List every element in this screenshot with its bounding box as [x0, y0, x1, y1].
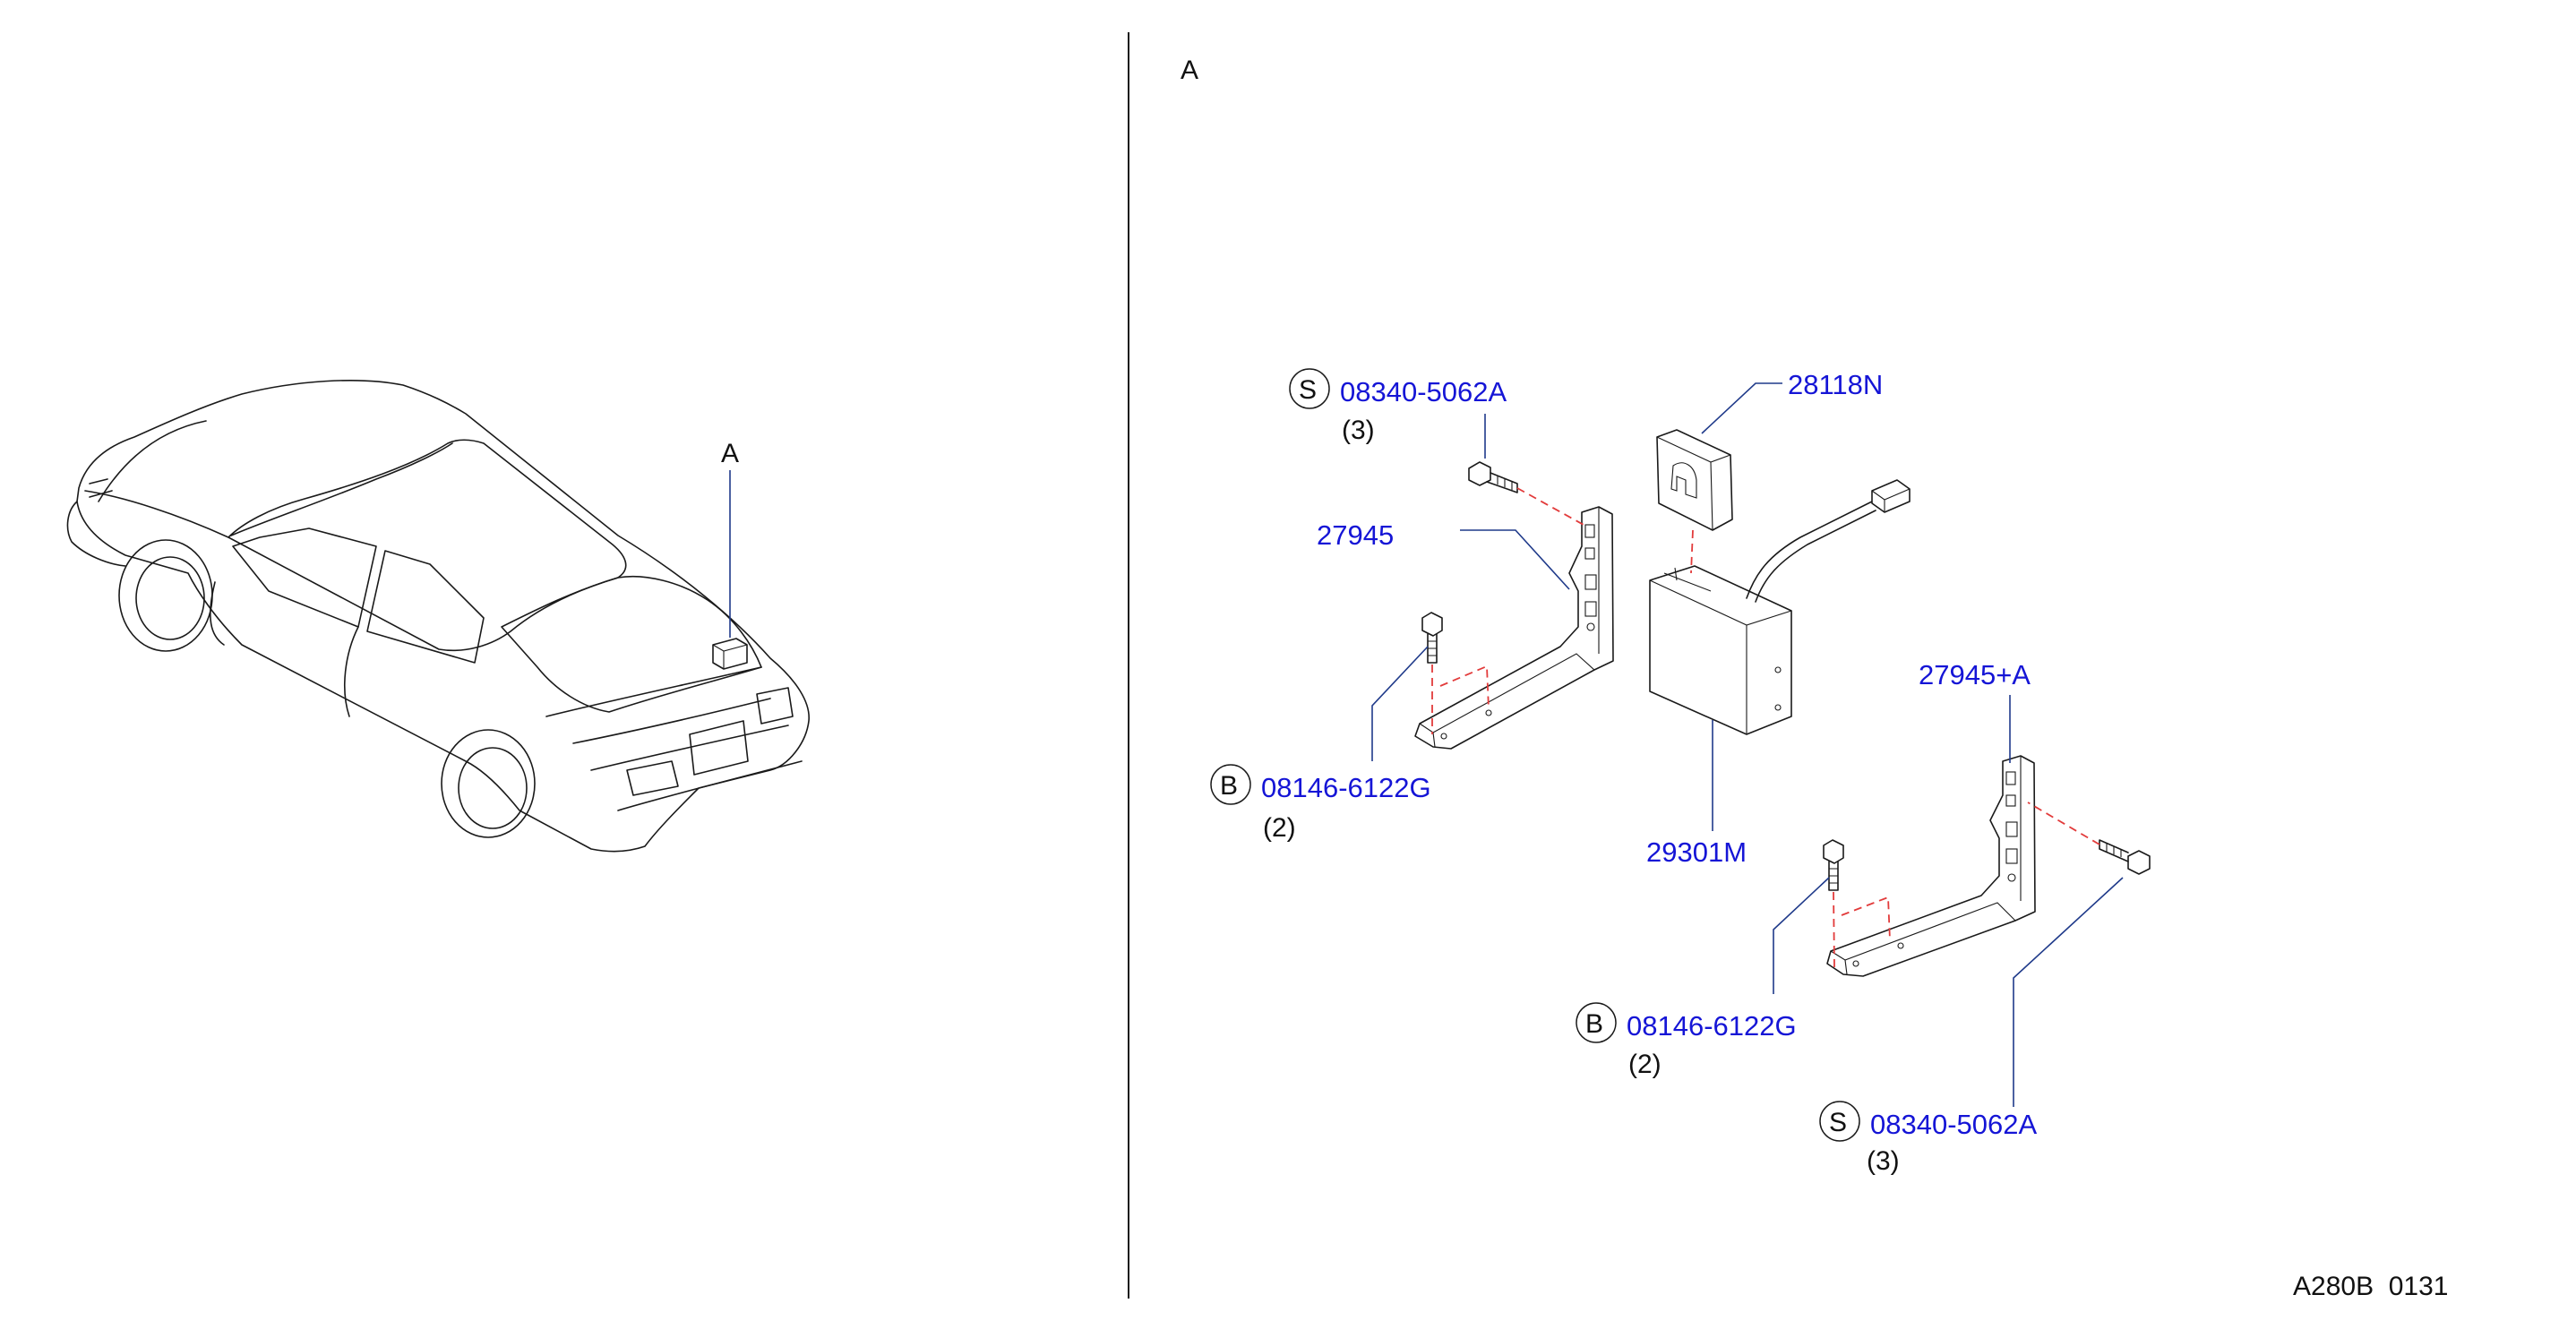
part-number-08146-right: 08146-6122G	[1627, 1010, 1797, 1042]
badge-s-bottom	[1819, 1101, 1860, 1142]
vehicle-illustration: A	[66, 379, 810, 853]
part-number-29301m: 29301M	[1646, 836, 1747, 868]
badge-b-left	[1210, 764, 1251, 805]
part-number-27945a: 27945+A	[1919, 659, 2031, 690]
assembly-paths	[1431, 487, 2100, 968]
part-number-08146-left: 08146-6122G	[1261, 772, 1431, 803]
bolt-b-right	[1823, 839, 1844, 891]
module-cover	[1656, 429, 1733, 531]
part-number-28118n: 28118N	[1788, 369, 1883, 400]
badge-s-bottom-text: S	[1829, 1108, 1847, 1137]
qty-b-right: (2)	[1628, 1050, 1662, 1079]
car-callout-label: A	[721, 439, 739, 468]
part-number-08340-top: 08340-5062A	[1340, 376, 1507, 407]
bracket-left	[1414, 506, 1614, 750]
diagram-code: A280B 0131	[2293, 1272, 2448, 1301]
control-module	[1649, 479, 1911, 735]
badge-s-top-text: S	[1299, 375, 1317, 405]
part-number-27945: 27945	[1317, 519, 1394, 551]
view-label: A	[1181, 56, 1198, 85]
qty-s-top: (3)	[1342, 416, 1375, 445]
badge-b-right	[1576, 1002, 1617, 1043]
qty-b-left: (2)	[1263, 813, 1296, 843]
callout-bolt-s-top: S 08340-5062A (3)	[1289, 368, 1507, 445]
bolt-s-bottom	[2099, 839, 2151, 875]
leader-lines	[1371, 382, 2124, 1107]
badge-b-right-text: B	[1585, 1009, 1603, 1039]
callout-bolt-b-left: B 08146-6122G (2)	[1210, 764, 1431, 843]
bolt-b-left	[1421, 612, 1443, 664]
callout-bolt-s-bottom: S 08340-5062A (3)	[1819, 1101, 2037, 1176]
qty-s-bottom: (3)	[1867, 1146, 1900, 1176]
bolt-s-top	[1468, 461, 1518, 493]
bracket-right	[1826, 755, 2036, 977]
module-location-marker	[712, 638, 748, 670]
part-number-08340-bottom: 08340-5062A	[1870, 1109, 2037, 1140]
callout-bolt-b-right: B 08146-6122G (2)	[1576, 1002, 1797, 1079]
badge-s-top	[1289, 368, 1330, 409]
badge-b-left-text: B	[1220, 771, 1238, 801]
